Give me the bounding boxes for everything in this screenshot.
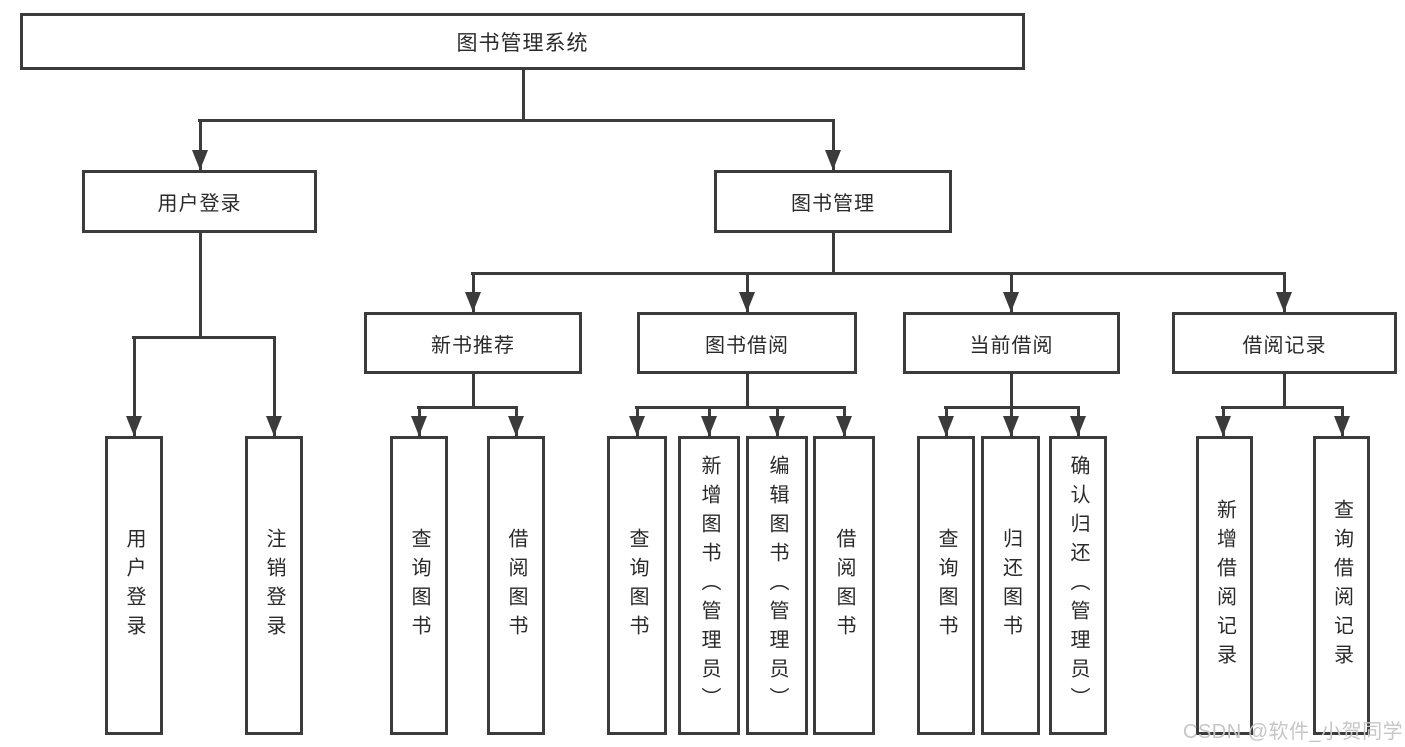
leaf-logout: 注销登录 — [245, 436, 303, 735]
leaf-confirm-return-admin: 确认归还（管理员） — [1049, 436, 1107, 735]
leaf-query-books-recommend: 查询图书 — [390, 436, 448, 735]
leaf-query-books-current: 查询图书 — [917, 436, 975, 735]
arrowhead-down-icon — [126, 416, 142, 436]
arrowhead-down-icon — [1003, 292, 1019, 312]
leaf-query-books-recommend-label: 查询图书 — [408, 527, 430, 644]
leaf-add-borrow-record-label: 新增借阅记录 — [1213, 498, 1236, 673]
watermark: CSDN @软件_小贺同学 — [1183, 721, 1404, 743]
leaf-edit-book-admin-label: 编辑图书（管理员） — [766, 455, 788, 716]
leaf-borrow-books-label: 借阅图书 — [833, 527, 855, 644]
connector-line — [199, 119, 202, 170]
node-current-borrow: 当前借阅 — [903, 312, 1120, 374]
leaf-query-borrow-record-label: 查询借阅记录 — [1330, 498, 1353, 673]
leaf-query-borrow-record: 查询借阅记录 — [1313, 436, 1370, 735]
node-user-login-label: 用户登录 — [157, 193, 242, 215]
node-borrow-records-label: 借阅记录 — [1242, 334, 1327, 357]
node-new-book-recommend: 新书推荐 — [364, 312, 582, 374]
connector-line — [133, 336, 136, 436]
leaf-query-books-current-label: 查询图书 — [935, 527, 957, 644]
arrowhead-down-icon — [629, 416, 645, 436]
node-root: 图书管理系统 — [20, 13, 1025, 70]
arrowhead-down-icon — [1334, 416, 1350, 436]
node-new-book-recommend-label: 新书推荐 — [431, 334, 515, 357]
leaf-edit-book-admin: 编辑图书（管理员） — [746, 436, 808, 735]
arrowhead-down-icon — [938, 416, 954, 436]
arrowhead-down-icon — [411, 416, 427, 436]
node-root-label: 图书管理系统 — [456, 31, 589, 55]
arrowhead-down-icon — [1215, 416, 1231, 436]
arrowhead-down-icon — [1276, 292, 1292, 312]
connector-line — [132, 336, 276, 339]
connector-line — [522, 70, 525, 121]
connector-line — [1283, 374, 1286, 408]
node-borrow-records: 借阅记录 — [1172, 312, 1397, 374]
leaf-confirm-return-admin-label: 确认归还（管理员） — [1067, 455, 1089, 716]
connector-line — [832, 233, 835, 274]
node-book-management-label: 图书管理 — [791, 193, 875, 215]
connector-line — [472, 374, 475, 408]
connector-line — [1010, 374, 1013, 408]
connector-line — [746, 374, 749, 408]
arrowhead-down-icon — [1070, 416, 1086, 436]
node-user-login: 用户登录 — [82, 170, 317, 233]
node-book-borrow-label: 图书借阅 — [705, 334, 789, 357]
connector-line — [832, 119, 835, 170]
leaf-query-books-borrow-label: 查询图书 — [626, 527, 648, 644]
node-current-borrow-label: 当前借阅 — [969, 334, 1054, 357]
arrowhead-down-icon — [701, 416, 717, 436]
leaf-user-login: 用户登录 — [105, 436, 163, 735]
leaf-borrow-books: 借阅图书 — [813, 436, 875, 735]
arrowhead-down-icon — [465, 292, 481, 312]
leaf-return-book-label: 归还图书 — [999, 527, 1022, 644]
connector-line — [417, 406, 518, 409]
connector-line — [273, 336, 276, 436]
leaf-add-book-admin: 新增图书（管理员） — [678, 436, 740, 735]
leaf-borrow-books-recommend-label: 借阅图书 — [505, 527, 527, 644]
leaf-borrow-books-recommend: 借阅图书 — [487, 436, 545, 735]
node-book-borrow: 图书借阅 — [637, 312, 857, 374]
arrowhead-down-icon — [192, 150, 208, 170]
leaf-logout-label: 注销登录 — [263, 527, 285, 644]
connector-line — [1221, 406, 1344, 409]
arrowhead-down-icon — [1003, 416, 1019, 436]
arrowhead-down-icon — [739, 292, 755, 312]
leaf-add-borrow-record: 新增借阅记录 — [1196, 436, 1253, 735]
leaf-add-book-admin-label: 新增图书（管理员） — [698, 455, 720, 716]
leaf-return-book: 归还图书 — [981, 436, 1040, 735]
node-book-management: 图书管理 — [714, 170, 952, 233]
arrowhead-down-icon — [508, 416, 524, 436]
leaf-user-login-label: 用户登录 — [123, 527, 145, 644]
leaf-query-books-borrow: 查询图书 — [607, 436, 667, 735]
connector-line — [635, 406, 846, 409]
connector-line — [198, 119, 835, 122]
arrowhead-down-icon — [836, 416, 852, 436]
connector-line — [199, 233, 202, 338]
connector-line — [471, 272, 1286, 275]
arrowhead-down-icon — [825, 150, 841, 170]
arrowhead-down-icon — [266, 416, 282, 436]
arrowhead-down-icon — [769, 416, 785, 436]
